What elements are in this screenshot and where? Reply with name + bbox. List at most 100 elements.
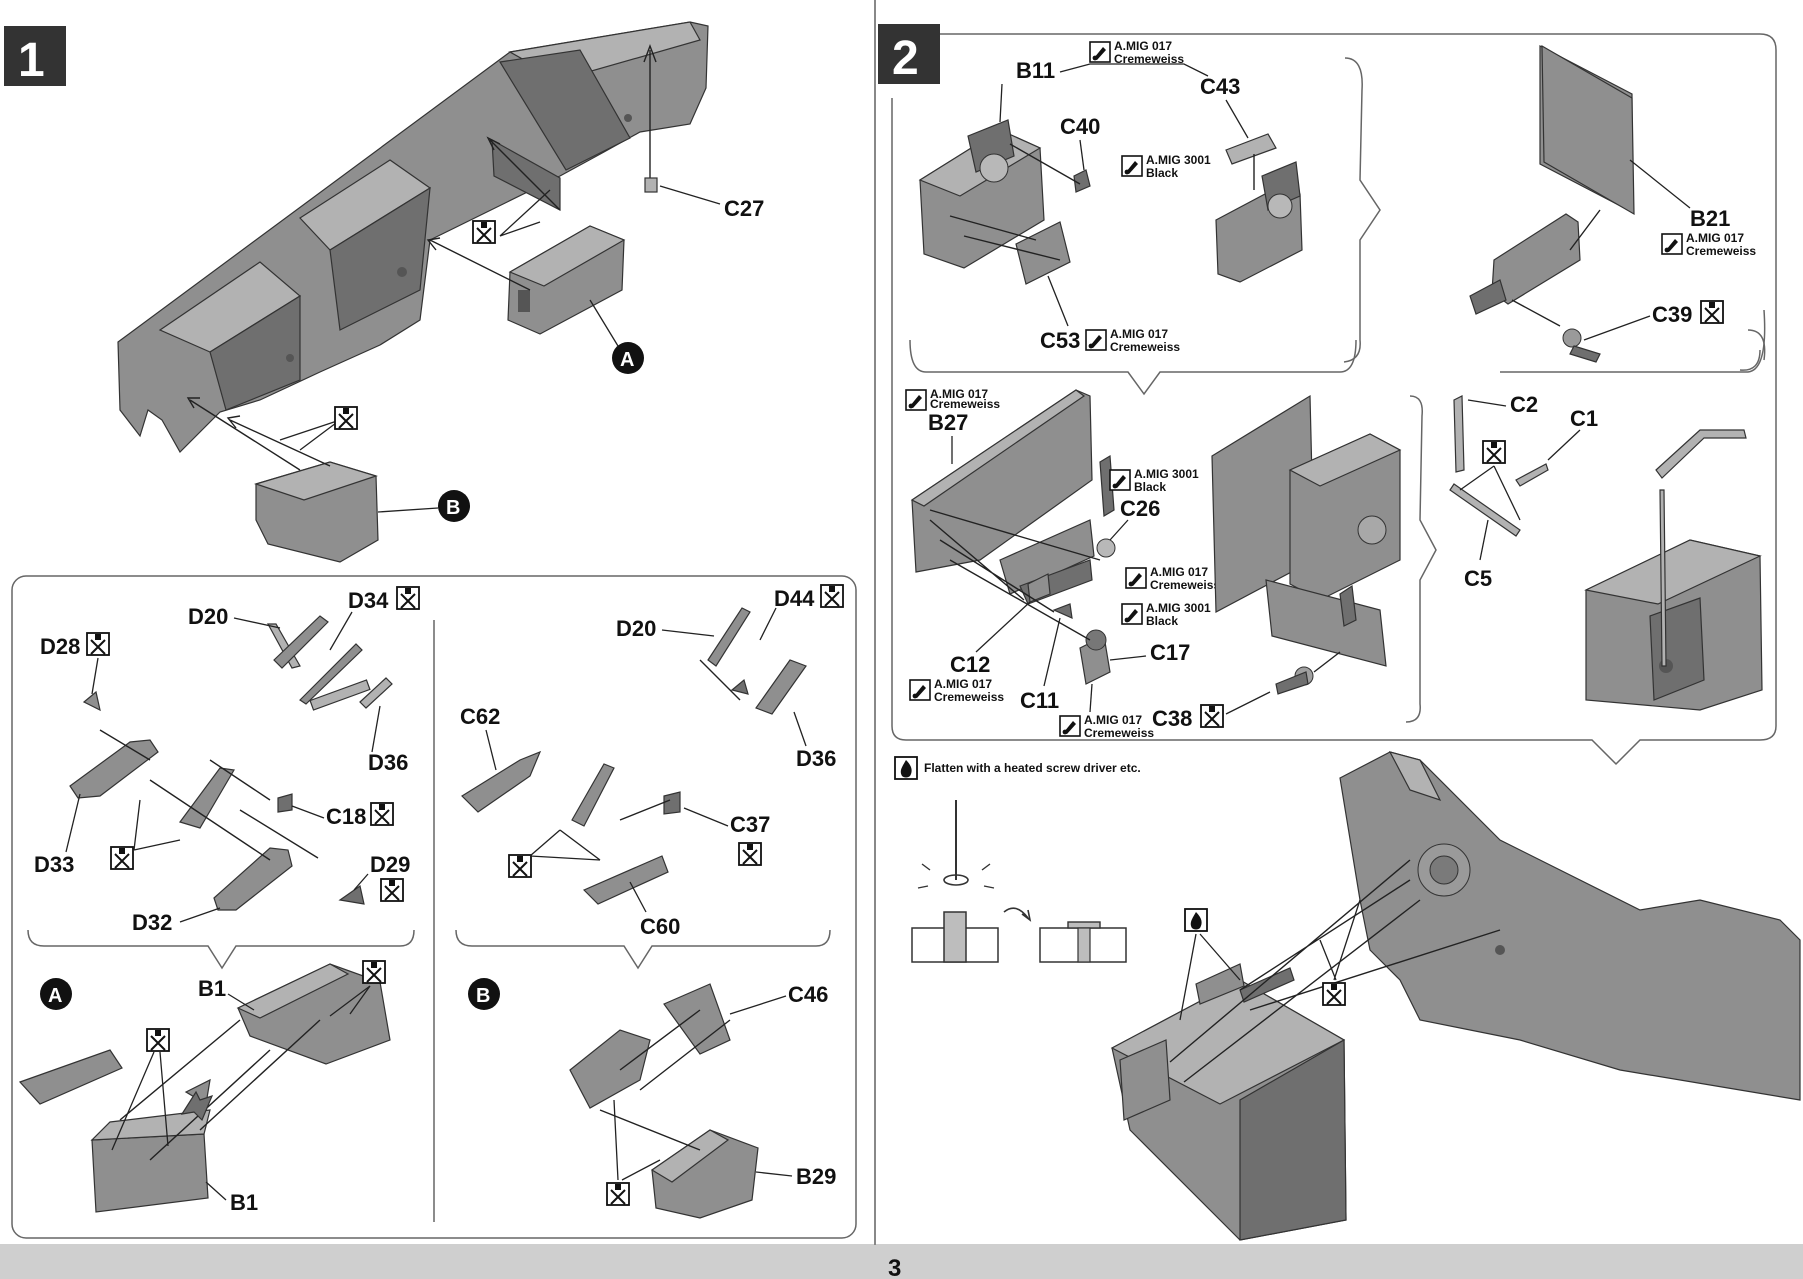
callout-a-letter: A: [620, 349, 634, 371]
paint-brush-icon: [1109, 469, 1131, 491]
leader: [329, 985, 371, 1017]
a-arrow-2: [486, 136, 561, 211]
paint-name: Black: [1134, 480, 1166, 494]
paint-name: Cremeweiss: [1150, 578, 1220, 592]
callout-a: [612, 342, 644, 374]
cement-icon: [1700, 300, 1724, 324]
step2-steering-linkage: [1449, 395, 1763, 711]
label-c1: C1: [1570, 406, 1598, 431]
paint-code: A.MIG 017: [934, 677, 992, 691]
cement-icon: [820, 584, 844, 608]
paint-brush-icon: [1121, 603, 1143, 625]
leader: [999, 63, 1209, 123]
leader: [227, 993, 255, 1011]
a-arrow: [426, 237, 531, 291]
sub-b-parts: [461, 607, 807, 1219]
cement-icon: [606, 1182, 630, 1206]
heat-icon: [1184, 908, 1208, 932]
label-b29: B29: [796, 1164, 836, 1189]
paint-name: Cremeweiss: [1114, 52, 1184, 66]
paint-name: Cremeweiss: [1084, 726, 1154, 740]
step2-mid-brace: [1405, 395, 1437, 723]
cement-icon: [1322, 982, 1346, 1006]
leader: [793, 711, 807, 747]
leader: [1109, 519, 1129, 541]
paint-brush-icon: [1125, 567, 1147, 589]
leader: [111, 1051, 169, 1151]
step2-b27-group: [910, 389, 1116, 685]
leader: [1079, 139, 1085, 171]
cement-icon: [362, 960, 386, 984]
leader: [291, 805, 325, 819]
leader: [1225, 691, 1271, 715]
label-c27: C27: [724, 196, 764, 221]
heat-note: Flatten with a heated screw driver etc.: [924, 761, 1141, 775]
cement-icon: [86, 632, 110, 656]
leader: [1629, 159, 1691, 209]
step2-cab-panel: [1211, 394, 1402, 695]
label-c43: C43: [1200, 74, 1240, 99]
step2-right-brace: [1343, 57, 1381, 363]
bottom-strip: [0, 1244, 1803, 1279]
paint-brush-icon: [1089, 41, 1111, 63]
label-b1-bottom: B1: [230, 1190, 258, 1215]
leader: [205, 1181, 227, 1201]
callout-b: [438, 490, 470, 522]
arrow-flow-icon: [180, 1090, 214, 1122]
sub-b-callout: [468, 978, 500, 1010]
paint-brush-icon: [1085, 329, 1107, 351]
paint-code: A.MIG 017: [930, 387, 988, 401]
step2-chassis-assembly: [1110, 751, 1801, 1241]
leader: [683, 807, 729, 827]
b-arrow-2: [226, 415, 331, 467]
label-d32: D32: [132, 910, 172, 935]
step1-header: 1: [4, 26, 66, 87]
leader: [1319, 899, 1361, 981]
leader: [1043, 617, 1061, 687]
paint-brush-icon: [1661, 233, 1683, 255]
paint-name: Black: [1146, 614, 1178, 628]
label-c62: C62: [460, 704, 500, 729]
heat-icon: [894, 756, 918, 780]
label-c12: C12: [950, 652, 990, 677]
label-b21: B21: [1690, 206, 1730, 231]
leader: [759, 607, 777, 641]
leader: [233, 617, 281, 629]
label-d20: D20: [188, 604, 228, 629]
c38-arrow: [1313, 651, 1341, 673]
sub-b-letter: B: [476, 985, 490, 1007]
leader: [371, 705, 381, 753]
subassembly-b-bracket: [254, 461, 379, 563]
paint-name: Black: [1146, 166, 1178, 180]
step2-number: 2: [892, 32, 919, 85]
sub-a-arrows: [99, 729, 319, 861]
label-d36-b: D36: [796, 746, 836, 771]
leader: [65, 793, 81, 853]
label-d20-b: D20: [616, 616, 656, 641]
leader: [1459, 465, 1521, 521]
cement-leader-a: [499, 189, 551, 237]
leader: [353, 873, 369, 891]
paint-code: A.MIG 3001: [1146, 601, 1211, 615]
label-c11: C11: [1020, 688, 1059, 713]
paint-brush-icon: [909, 679, 931, 701]
sub-a-callout: [40, 978, 72, 1010]
label-d34: D34: [348, 588, 389, 613]
step2-frame: [891, 33, 1777, 766]
page-number: 3: [888, 1255, 901, 1279]
label-c53: C53: [1040, 328, 1080, 353]
leader: [1583, 315, 1651, 341]
heat-flatten-diagram: [911, 800, 1127, 963]
leader: [755, 1171, 793, 1177]
label-d28: D28: [40, 634, 80, 659]
paint-brush-icon: [1059, 715, 1081, 737]
label-d36: D36: [368, 750, 408, 775]
paint-code: A.MIG 017: [1150, 565, 1208, 579]
cement-icon: [508, 854, 532, 878]
label-b11: B11: [1016, 58, 1055, 83]
paint-name: Cremeweiss: [1686, 244, 1756, 258]
cement-icon: [334, 406, 358, 430]
b27-arrows: [929, 509, 1101, 641]
paint-code: A.MIG 017: [1084, 713, 1142, 727]
